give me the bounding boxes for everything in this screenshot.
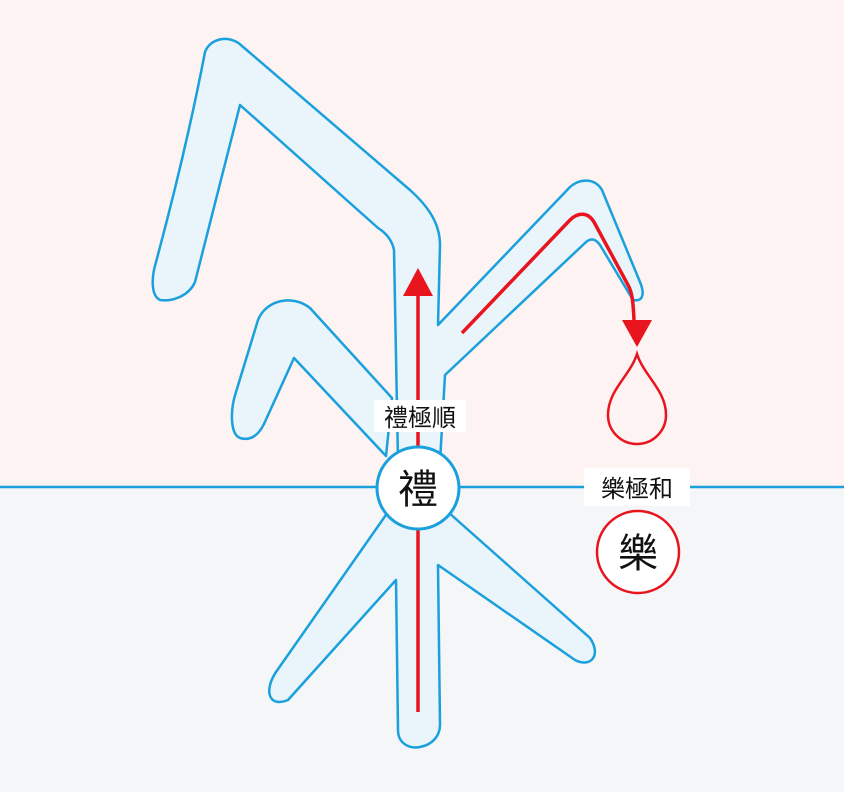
arrow-down-head-icon: [622, 320, 652, 347]
glyph-upper-stroke: [151, 37, 644, 464]
li-ji-shun-label: 禮極順: [384, 404, 456, 432]
arrow-up-head-icon: [403, 268, 433, 296]
yue-ji-he-label: 樂極和: [601, 475, 673, 503]
yue-circle: [595, 509, 681, 595]
yue-ji-he-label-bg: [584, 468, 690, 506]
yue-character: 樂: [618, 531, 658, 577]
drop-icon: [606, 349, 668, 446]
li-circle: [375, 445, 461, 531]
glyph-left-stroke: [230, 299, 394, 458]
fall-arrow-line: [460, 212, 636, 335]
li-character: 禮: [398, 467, 438, 513]
glyph-lower-strokes: [268, 510, 597, 749]
li-ji-shun-label-bg: [374, 400, 466, 432]
